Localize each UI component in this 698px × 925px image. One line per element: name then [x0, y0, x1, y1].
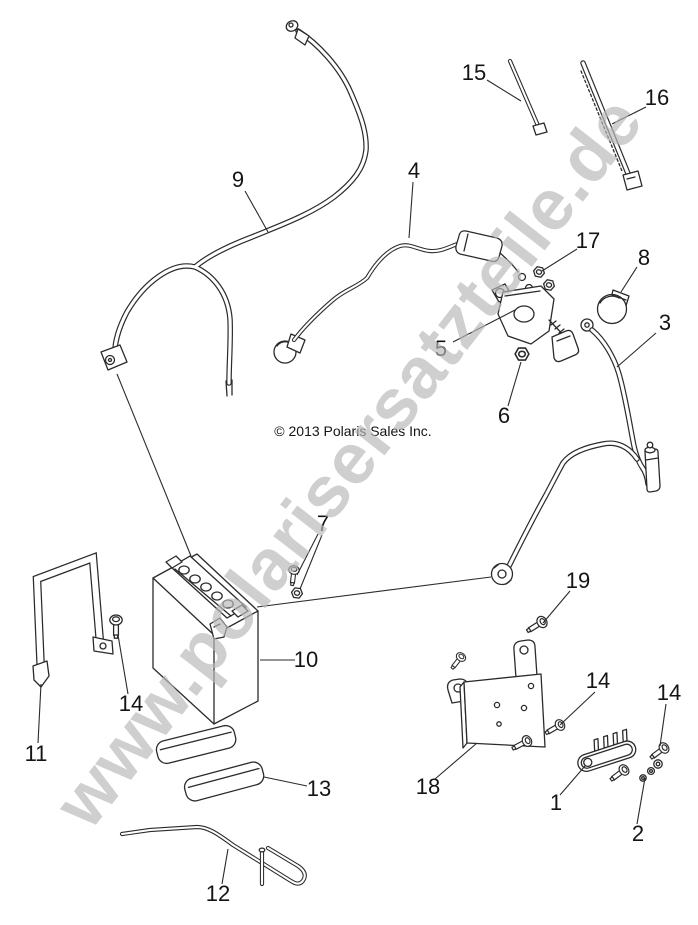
callout-16: 16	[644, 85, 670, 110]
callout-14: 14	[585, 668, 611, 693]
callout-14: 14	[118, 691, 144, 716]
battery-10	[152, 553, 259, 725]
callout-8: 8	[637, 245, 651, 270]
foam-pads-13	[155, 724, 265, 802]
battery-cable-9	[100, 20, 369, 397]
nuts-2	[639, 759, 663, 782]
callout-15: 15	[461, 60, 487, 85]
callout-1: 1	[549, 790, 563, 815]
starter-cable-3	[490, 318, 661, 586]
solenoid-5	[491, 283, 580, 363]
callout-6: 6	[497, 403, 511, 428]
callout-10: 10	[293, 647, 319, 672]
callout-4: 4	[407, 158, 421, 183]
leader-lines	[37, 79, 667, 885]
callout-12: 12	[205, 881, 231, 906]
callout-18: 18	[415, 774, 441, 799]
callout-19: 19	[565, 568, 591, 593]
callout-7: 7	[316, 511, 330, 536]
callout-9: 9	[231, 167, 245, 192]
ignition-wire-4	[273, 230, 534, 364]
support-rod-12	[119, 824, 307, 887]
callout-13: 13	[306, 776, 332, 801]
terminal-boot-8	[596, 289, 630, 325]
callout-3: 3	[658, 310, 672, 335]
copyright-text: © 2013 Polaris Sales Inc.	[274, 423, 432, 439]
cable-tie-15	[507, 58, 548, 136]
battery-strap-11	[32, 552, 114, 688]
callout-5: 5	[434, 336, 448, 361]
cable-tie-16	[580, 60, 643, 191]
callout-14: 14	[656, 680, 682, 705]
assembly-lines	[116, 373, 492, 608]
callout-11: 11	[24, 741, 48, 766]
callout-17: 17	[575, 228, 601, 253]
callout-2: 2	[631, 821, 645, 846]
fuse-block-1	[577, 728, 637, 773]
mount-bracket-18	[446, 639, 546, 755]
